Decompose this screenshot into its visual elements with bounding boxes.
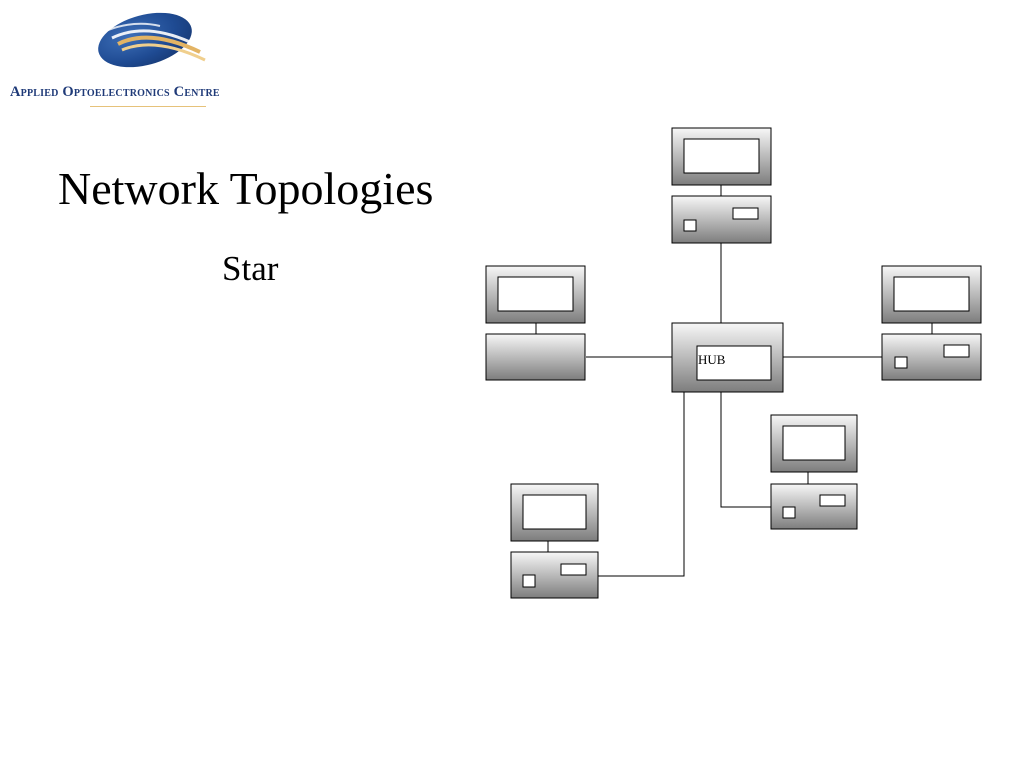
drive-slot [819, 494, 846, 507]
monitor-screen [683, 138, 760, 174]
computer-lower-left [510, 483, 599, 599]
computer-right [881, 265, 982, 381]
slide-subtitle: Star [222, 249, 279, 288]
swoosh-globe-logo-icon [98, 12, 206, 68]
company-logo [98, 12, 206, 68]
brand-name: Applied Optoelectronics Centre [10, 84, 220, 100]
drive-slot [560, 563, 587, 576]
cable-lower-right [720, 392, 771, 508]
monitor-screen [893, 276, 970, 312]
computer-left [485, 265, 586, 381]
system-unit [485, 333, 586, 381]
brand-underline [90, 106, 206, 107]
slide-title: Network Topologies [58, 163, 434, 214]
monitor-screen [782, 425, 846, 461]
hub-label: HUB [698, 352, 726, 367]
power-button [894, 356, 908, 369]
drive-slot [732, 207, 759, 220]
power-button [782, 506, 796, 519]
drive-slot [943, 344, 970, 358]
monitor-screen [522, 494, 587, 530]
computer-top [671, 127, 772, 244]
cable-lower-left [598, 392, 685, 577]
monitor-screen [497, 276, 574, 312]
hub-device [671, 322, 784, 393]
power-button [683, 219, 697, 232]
computer-lower-right [770, 414, 858, 530]
network-cables [586, 243, 882, 577]
power-button [522, 574, 536, 588]
